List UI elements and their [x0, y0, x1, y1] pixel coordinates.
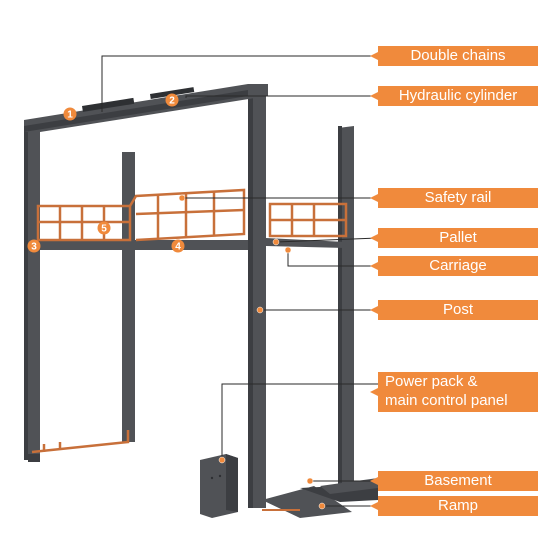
label-double-chains: Double chains	[370, 46, 538, 66]
label-pallet: Pallet	[370, 228, 538, 248]
marker-1: 1	[63, 107, 77, 121]
svg-text:1: 1	[67, 110, 73, 121]
cross-beam	[28, 240, 248, 250]
leader-lines	[101, 55, 379, 507]
label-ramp: Ramp	[370, 496, 538, 516]
label-carriage: Carriage	[370, 256, 538, 276]
svg-text:4: 4	[175, 242, 181, 253]
label-hydraulic-cylinder: Hydraulic cylinder	[370, 86, 538, 106]
label-power-pack: Power pack & main control panel	[370, 372, 538, 412]
marker-2: 2	[165, 93, 179, 107]
basement-plate	[320, 478, 378, 494]
svg-text:5: 5	[101, 224, 107, 235]
safety-rail-frame	[36, 188, 348, 242]
label-post: Post	[370, 300, 538, 320]
label-basement: Basement	[370, 471, 538, 491]
svg-text:3: 3	[31, 242, 37, 253]
label-safety-rail: Safety rail	[370, 188, 538, 208]
marker-3: 3	[27, 239, 41, 253]
back-left-post	[122, 152, 135, 442]
svg-text:2: 2	[169, 96, 175, 107]
marker-5: 5	[97, 221, 111, 235]
marker-4: 4	[171, 239, 185, 253]
